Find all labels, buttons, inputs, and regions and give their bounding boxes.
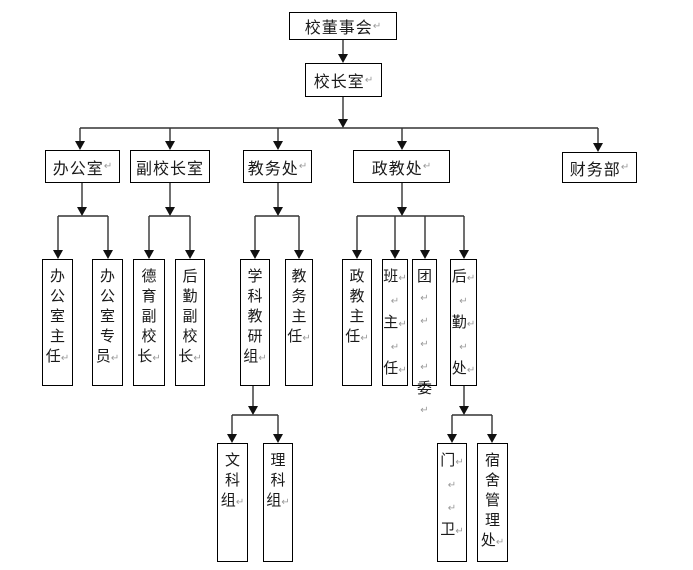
- paragraph-return-mark: ↵: [495, 537, 505, 548]
- paragraph-return-mark: ↵: [398, 273, 407, 284]
- node-moral-education-vice-principal: 德 育 副 校 长↵: [133, 259, 165, 386]
- paragraph-return-mark: ↵: [620, 162, 630, 173]
- paragraph-return-mark: ↵: [152, 353, 161, 364]
- paragraph-return-mark: ↵: [420, 316, 429, 327]
- node-political-education-office: 政教处↵: [353, 150, 450, 183]
- node-academic-director: 教 务 主 任↵: [285, 259, 313, 386]
- paragraph-return-mark: ↵: [420, 405, 429, 416]
- node-principal-office: 校长室↵: [305, 63, 382, 97]
- node-office-director: 办 公 室 主 任↵: [42, 259, 73, 386]
- paragraph-return-mark: ↵: [258, 353, 267, 364]
- node-political-education-director: 政 教 主 任↵: [342, 259, 372, 386]
- node-academic-affairs-office: 教务处↵: [243, 150, 312, 183]
- node-vice-principal-office: 副校长室: [130, 150, 210, 183]
- paragraph-return-mark: ↵: [302, 333, 311, 344]
- paragraph-return-mark: ↵: [193, 353, 202, 364]
- node-science-group: 理 科 组↵: [263, 443, 293, 562]
- paragraph-return-mark: ↵: [235, 497, 245, 508]
- node-logistics-vice-principal: 后 勤 副 校 长↵: [175, 259, 205, 386]
- paragraph-return-mark: ↵: [455, 526, 464, 537]
- paragraph-return-mark: ↵: [281, 497, 290, 508]
- node-class-teacher: 班↵ ↵ 主↵ ↵ 任↵: [382, 259, 408, 386]
- paragraph-return-mark: ↵: [459, 296, 468, 307]
- paragraph-return-mark: ↵: [466, 319, 476, 330]
- paragraph-return-mark: ↵: [447, 480, 457, 491]
- node-school-board: 校董事会↵: [289, 12, 397, 40]
- node-finance-department: 财务部↵: [562, 152, 637, 183]
- paragraph-return-mark: ↵: [298, 161, 308, 172]
- paragraph-return-mark: ↵: [466, 365, 476, 376]
- paragraph-return-mark: ↵: [398, 365, 407, 376]
- paragraph-return-mark: ↵: [364, 74, 374, 86]
- paragraph-return-mark: ↵: [390, 342, 400, 353]
- paragraph-return-mark: ↵: [398, 319, 407, 330]
- node-subject-teaching-research-group: 学 科 教 研 组↵: [240, 259, 270, 386]
- paragraph-return-mark: ↵: [390, 296, 400, 307]
- paragraph-return-mark: ↵: [103, 161, 113, 172]
- node-logistics-office: 后↵ ↵ 勤↵ ↵ 处↵: [450, 259, 477, 386]
- paragraph-return-mark: ↵: [447, 503, 457, 514]
- paragraph-return-mark: ↵: [466, 273, 476, 284]
- paragraph-return-mark: ↵: [60, 353, 70, 364]
- paragraph-return-mark: ↵: [110, 353, 120, 364]
- paragraph-return-mark: ↵: [360, 333, 369, 344]
- paragraph-return-mark: ↵: [372, 20, 382, 32]
- node-general-office: 办公室↵: [45, 150, 120, 183]
- node-gate-guard: 门↵ ↵ ↵ 卫↵: [437, 443, 467, 562]
- paragraph-return-mark: ↵: [422, 161, 432, 172]
- node-dormitory-management-office: 宿 舍 管 理 处↵: [477, 443, 508, 562]
- node-youth-league-committee: 团↵ ↵ ↵ ↵ 委↵: [412, 259, 437, 416]
- paragraph-return-mark: ↵: [420, 362, 429, 373]
- paragraph-return-mark: ↵: [455, 457, 464, 468]
- node-liberal-arts-group: 文 科 组↵: [217, 443, 248, 562]
- node-office-specialist: 办 公 室 专 员↵: [92, 259, 123, 386]
- paragraph-return-mark: ↵: [420, 293, 429, 304]
- paragraph-return-mark: ↵: [459, 342, 468, 353]
- paragraph-return-mark: ↵: [420, 339, 429, 350]
